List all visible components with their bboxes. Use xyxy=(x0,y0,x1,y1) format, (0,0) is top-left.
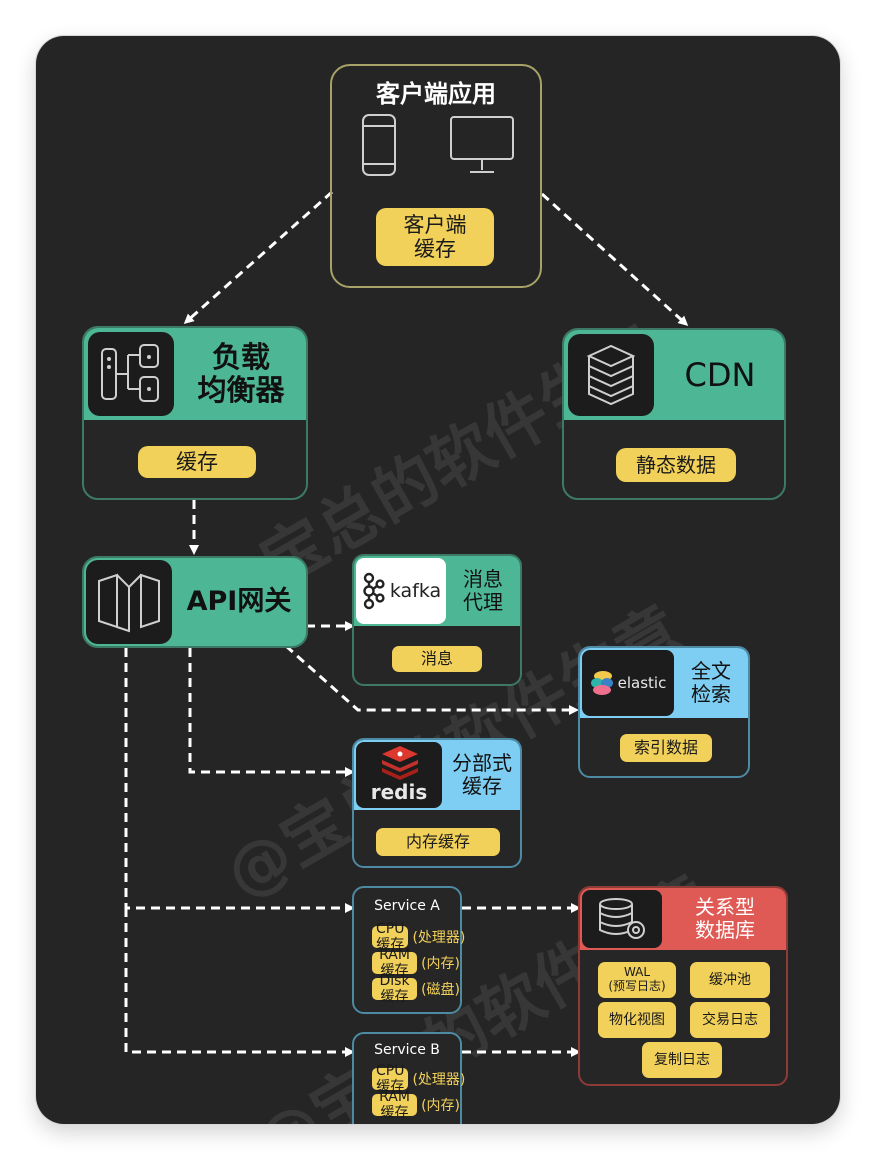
api-gateway-node: API网关 xyxy=(82,556,308,648)
db-materialized-view-badge: 物化视图 xyxy=(598,1002,676,1038)
arrow-client-to-cdn xyxy=(540,192,689,327)
arrow-api-to-service-a xyxy=(124,648,355,913)
diagram-frame: @宝总的软件生意 @宝总的软件生意 @宝总的软件生意 客户端应用 xyxy=(36,36,840,1124)
service-b-ram-row: RAM缓存 (内存) xyxy=(372,1089,460,1121)
client-app-node: 客户端应用 客户端 缓存 xyxy=(330,64,542,288)
redis-logo: redis xyxy=(356,742,442,808)
service-a-cpu-row: CPU缓存 (处理器) xyxy=(372,921,466,953)
kafka-logo-text: kafka xyxy=(389,580,442,602)
server-rack-icon xyxy=(88,332,174,416)
cdn-title: CDN xyxy=(684,355,756,394)
db-wal-badge: WAL (预写日志) xyxy=(598,962,676,998)
connector-lines xyxy=(124,190,689,1057)
service-b-cpu-note: (处理器) xyxy=(412,1072,466,1088)
service-b-ram-badge: RAM缓存 xyxy=(372,1089,418,1121)
db-replication-log-badge: 复制日志 xyxy=(642,1042,722,1078)
elastic-cache-badge: 索引数据 xyxy=(620,734,712,762)
service-a-cpu-badge: CPU缓存 xyxy=(372,921,409,953)
service-a-disk-row: Disk缓存 (磁盘) xyxy=(372,973,460,1005)
service-a-disk-badge: Disk缓存 xyxy=(372,973,418,1005)
arrow-api-to-redis xyxy=(188,648,355,777)
arrow-api-to-elastic xyxy=(285,644,579,715)
api-gateway-title: API网关 xyxy=(186,586,292,618)
redis-node: redis 分部式 缓存 内存缓存 xyxy=(352,738,522,868)
service-b-cpu-row: CPU缓存 (处理器) xyxy=(372,1063,466,1095)
load-balancer-node: 负载 均衡器 缓存 xyxy=(82,326,308,500)
load-balancer-title: 负载 均衡器 xyxy=(197,339,285,407)
client-app-title: 客户端应用 xyxy=(376,80,496,108)
service-a-cpu-note: (处理器) xyxy=(412,930,466,946)
redis-cache-badge: 内存缓存 xyxy=(376,828,500,856)
service-a-ram-note: (内存) xyxy=(421,956,460,972)
elastic-logo-icon xyxy=(590,671,613,695)
service-b-ram-note: (内存) xyxy=(421,1098,460,1114)
service-a-node: Service A CPU缓存 (处理器) RAM缓存 (内存) Disk缓存 … xyxy=(352,886,466,1014)
database-title: 关系型 数据库 xyxy=(695,895,755,942)
redis-title: 分部式 缓存 xyxy=(452,751,512,798)
database-node: 关系型 数据库 WAL (预写日志) 缓冲池 物化视图 交易日志 复制日志 xyxy=(578,886,788,1086)
load-balancer-cache-badge: 缓存 xyxy=(138,446,256,478)
cdn-cache-badge: 静态数据 xyxy=(616,448,736,482)
service-b-title: Service B xyxy=(374,1042,440,1058)
service-a-disk-note: (磁盘) xyxy=(421,982,460,998)
arrow-client-to-lb xyxy=(183,190,333,324)
client-cache-badge: 客户端 缓存 xyxy=(376,208,494,266)
elastic-logo-text: elastic xyxy=(617,674,667,692)
service-b-cpu-badge: CPU缓存 xyxy=(372,1063,409,1095)
kafka-cache-badge: 消息 xyxy=(392,646,482,672)
gateway-panels-icon xyxy=(86,560,172,644)
arrow-api-to-service-b xyxy=(124,908,355,1057)
cdn-node: CDN 静态数据 xyxy=(562,328,786,500)
elastic-logo: elastic xyxy=(582,650,674,716)
redis-logo-text: redis xyxy=(370,780,428,804)
kafka-logo-icon xyxy=(363,572,385,610)
elastic-node: elastic 全文 检索 索引数据 xyxy=(578,646,750,778)
server-stack-icon xyxy=(568,334,654,416)
elastic-title: 全文 检索 xyxy=(691,659,731,706)
redis-logo-icon xyxy=(382,746,418,780)
desktop-monitor-icon xyxy=(450,116,514,173)
db-buffer-pool-badge: 缓冲池 xyxy=(690,962,770,998)
service-b-node: Service B CPU缓存 (处理器) RAM缓存 (内存) xyxy=(352,1032,466,1124)
kafka-title: 消息 代理 xyxy=(463,567,503,614)
database-gear-icon xyxy=(582,890,662,948)
kafka-node: kafka 消息 代理 消息 xyxy=(352,554,522,686)
service-a-ram-badge: RAM缓存 xyxy=(372,947,418,979)
service-a-title: Service A xyxy=(374,898,440,914)
service-a-ram-row: RAM缓存 (内存) xyxy=(372,947,460,979)
kafka-logo: kafka xyxy=(356,558,446,624)
mobile-phone-icon xyxy=(362,114,396,176)
db-transaction-log-badge: 交易日志 xyxy=(690,1002,770,1038)
